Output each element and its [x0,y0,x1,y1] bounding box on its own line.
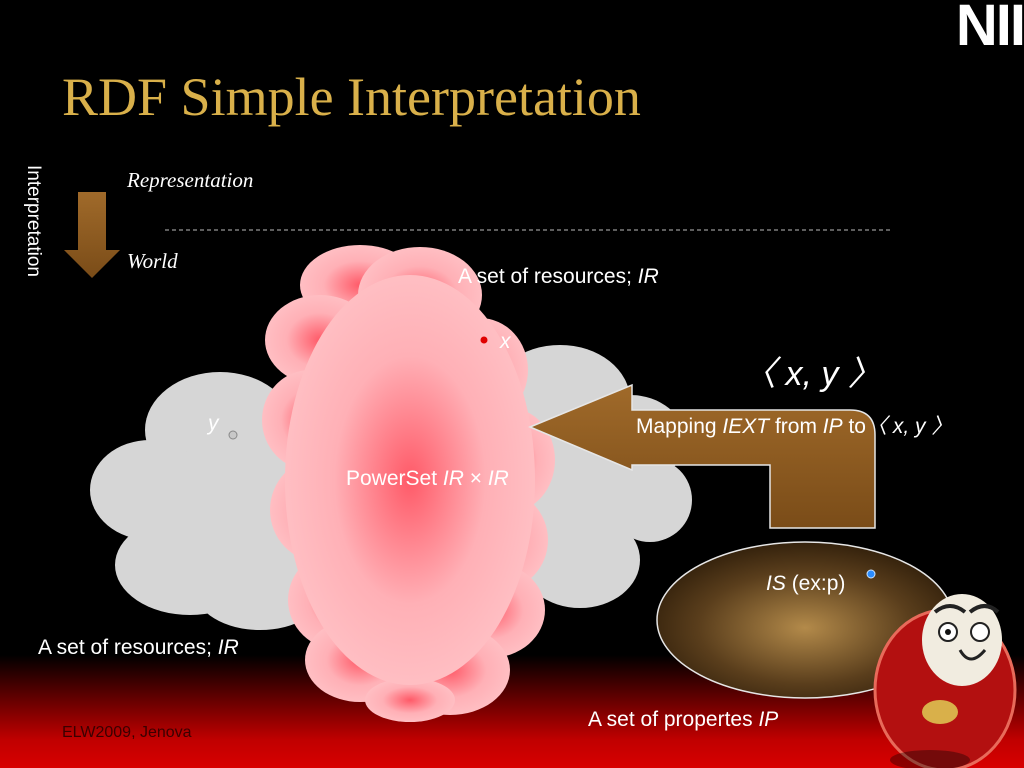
point-x-label: x [500,330,511,353]
point-is-dot [866,569,876,579]
interpretation-label: Interpretation [23,165,44,277]
representation-label: Representation [127,168,254,192]
page-title: RDF Simple Interpretation [62,67,641,127]
point-x-dot [480,336,488,344]
footer-text: ELW2009, Jenova [62,724,192,741]
property-set-label: A set of propertes IP [588,708,779,731]
point-y-label: y [208,412,219,435]
world-label: World [127,249,178,273]
interpretation-arrow [64,192,120,278]
point-y-dot [228,430,238,440]
bottom-resource-set-label: A set of resources; IR [38,636,239,659]
top-resource-set-label: A set of resources; IR [458,265,659,288]
daruma-doll-icon [873,594,1017,768]
powerset-label: PowerSet IR × IR [346,467,509,490]
mapping-arrow [528,383,876,529]
mapping-label: Mapping IEXT from IP to〈 x, y 〉 [636,415,953,438]
pair-label: 〈 x, y 〉 [742,355,882,393]
is-label: IS (ex:p) [766,572,846,595]
pink-cloud [262,245,555,722]
nii-logo: NII [955,0,1024,58]
